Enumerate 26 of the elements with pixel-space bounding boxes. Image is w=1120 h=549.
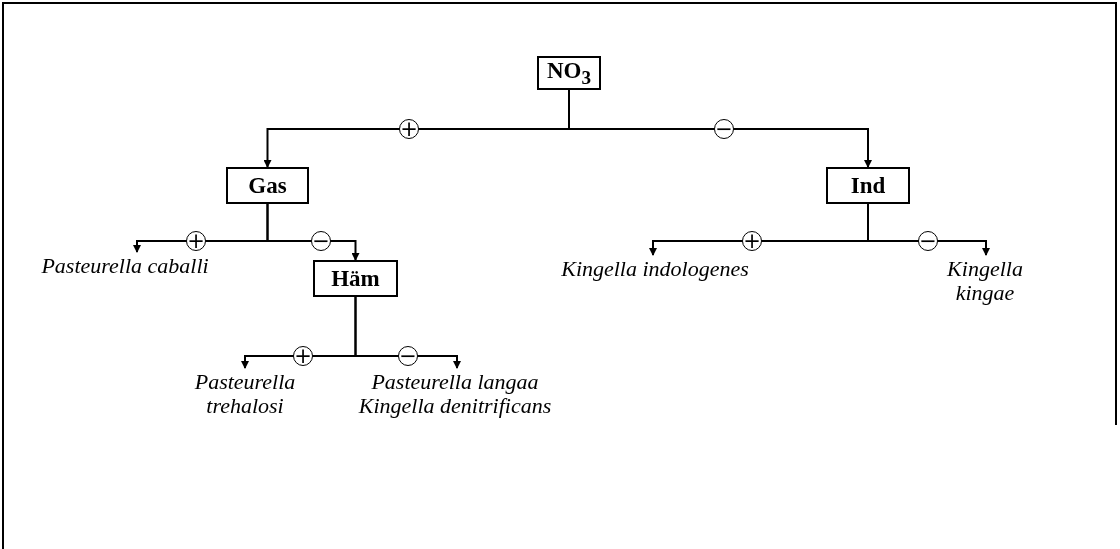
test-name: NO$_{3}$ (546, 57, 592, 89)
species-name: Pasteurella langaa (371, 370, 539, 394)
edge-label: − (714, 119, 734, 139)
test-box (313, 260, 398, 297)
arrow (867, 203, 990, 256)
edge-label: − (398, 346, 418, 366)
arrow (354, 296, 461, 369)
arrow (568, 89, 872, 168)
arrow (266, 203, 360, 261)
test-name: Häm (331, 265, 380, 292)
species-name: Pasteurella caballi (41, 254, 209, 278)
species-name: Kingella kingae (946, 257, 1024, 305)
test-name: Gas (248, 172, 287, 199)
species-name: Kingella indologenes (561, 257, 749, 281)
edge-label: + (399, 119, 419, 139)
test-box (537, 56, 601, 90)
edge-label: − (918, 231, 938, 251)
edge-label: + (293, 346, 313, 366)
species-name: Pasteurella trehalosi (193, 370, 297, 418)
test-box (826, 167, 910, 204)
edge-label: − (311, 231, 331, 251)
species-name: Kingella denitrificans (358, 394, 552, 418)
test-box (226, 167, 309, 204)
edge-label: + (742, 231, 762, 251)
edge-label: + (186, 231, 206, 251)
test-name: Ind (850, 172, 886, 199)
